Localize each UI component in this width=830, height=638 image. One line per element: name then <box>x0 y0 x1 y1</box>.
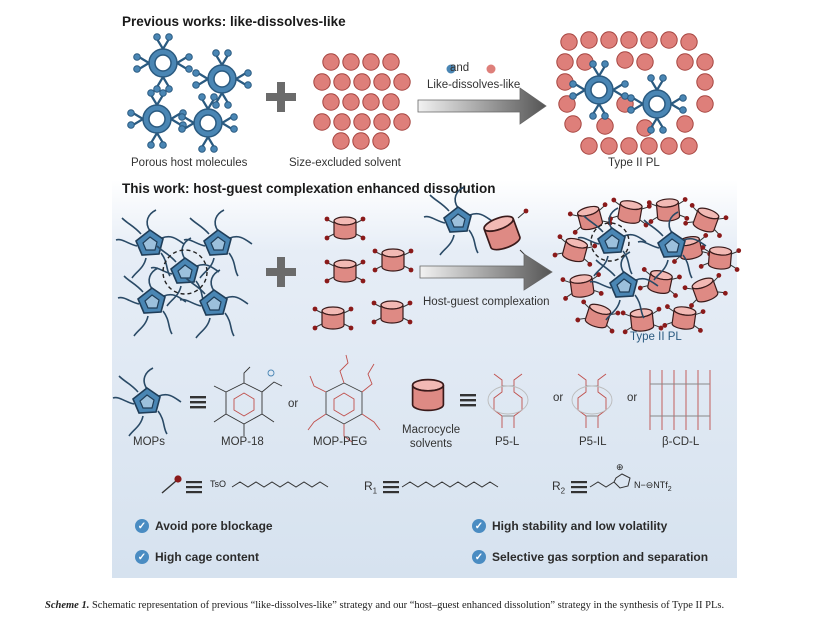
mop-cluster <box>115 209 253 339</box>
or-label-2: or <box>553 392 564 404</box>
bullet-high-stability: ✓High stability and low volatility <box>472 519 667 533</box>
bcdl-structure <box>649 370 711 430</box>
plus-sign-middle <box>266 257 296 287</box>
type-ii-pl-label-top: Type II PL <box>608 157 660 169</box>
tso-label: TsO <box>210 479 227 489</box>
or-label-3: or <box>627 392 638 404</box>
equiv-sign-3 <box>186 481 202 494</box>
r2-tail-label: N−⊖NTf2 <box>634 480 672 493</box>
complex-icon <box>423 186 532 263</box>
r2-plus-label: ⊕ <box>616 462 624 472</box>
p5l-structure <box>487 373 529 428</box>
type-ii-pl-label-middle: Type II PL <box>630 331 682 343</box>
check-icon: ✓ <box>135 550 149 564</box>
equiv-sign-2 <box>460 394 476 407</box>
caption-text: Schematic representation of previous “li… <box>91 600 725 611</box>
peg-chain-2 <box>401 481 499 488</box>
type-ii-pl-middle <box>551 196 742 335</box>
r1-label: R1 <box>364 479 378 496</box>
mop-peg-label: MOP-PEG <box>313 436 368 448</box>
macrocycle-label-1: Macrocycle <box>402 424 461 436</box>
p5il-structure <box>571 373 613 428</box>
macrocycle-cluster <box>312 216 414 331</box>
caption-label: Scheme 1. <box>45 600 90 611</box>
size-excluded-label: Size-excluded solvent <box>289 157 401 169</box>
check-icon: ✓ <box>472 550 486 564</box>
equiv-sign-1 <box>190 396 206 409</box>
p5il-label: P5-IL <box>579 436 607 448</box>
equiv-sign-5 <box>571 481 587 494</box>
pin-icon <box>161 475 182 494</box>
bullet-selective-gas: ✓Selective gas sorption and separation <box>472 550 708 564</box>
mop-peg-structure <box>307 354 381 443</box>
figure-caption: Scheme 1. Schematic representation of pr… <box>45 599 785 612</box>
top-arrow <box>417 87 547 125</box>
middle-arrow <box>419 253 553 291</box>
middle-diagram <box>112 186 742 494</box>
check-icon: ✓ <box>472 519 486 533</box>
r2-label: R2 <box>552 479 566 496</box>
equiv-sign-4 <box>383 481 399 494</box>
macrocycle-legend-icon <box>411 378 445 412</box>
mops-label: MOPs <box>133 436 165 448</box>
host-guest-arrow-label: Host-guest complexation <box>423 296 550 308</box>
p5l-label: P5-L <box>495 436 520 448</box>
bcdl-label: β-CD-L <box>662 436 700 448</box>
blue-dot-legend <box>446 64 456 74</box>
imidazolium-chain <box>589 473 631 489</box>
mop18-label: MOP-18 <box>221 436 264 448</box>
check-icon: ✓ <box>135 519 149 533</box>
macrocycle-label-2: solvents <box>409 438 453 450</box>
like-dissolves-like-label: Like-dissolves-like <box>427 79 521 91</box>
plus-sign-top <box>266 82 296 112</box>
bullet-high-cage-content: ✓High cage content <box>135 550 259 564</box>
and-label: and <box>450 62 470 74</box>
or-label-1: or <box>288 398 299 410</box>
previous-works-title: Previous works: like-dissolves-like <box>122 14 346 29</box>
bullet-avoid-pore-blockage: ✓Avoid pore blockage <box>135 519 273 533</box>
top-diagram <box>126 31 714 155</box>
mops-icon <box>112 367 182 437</box>
mop18-structure <box>213 366 283 436</box>
this-work-title: This work: host-guest complexation enhan… <box>122 181 496 196</box>
porous-host-label: Porous host molecules <box>131 157 248 169</box>
peg-chain-1 <box>231 481 329 488</box>
red-dot-legend <box>486 64 496 74</box>
